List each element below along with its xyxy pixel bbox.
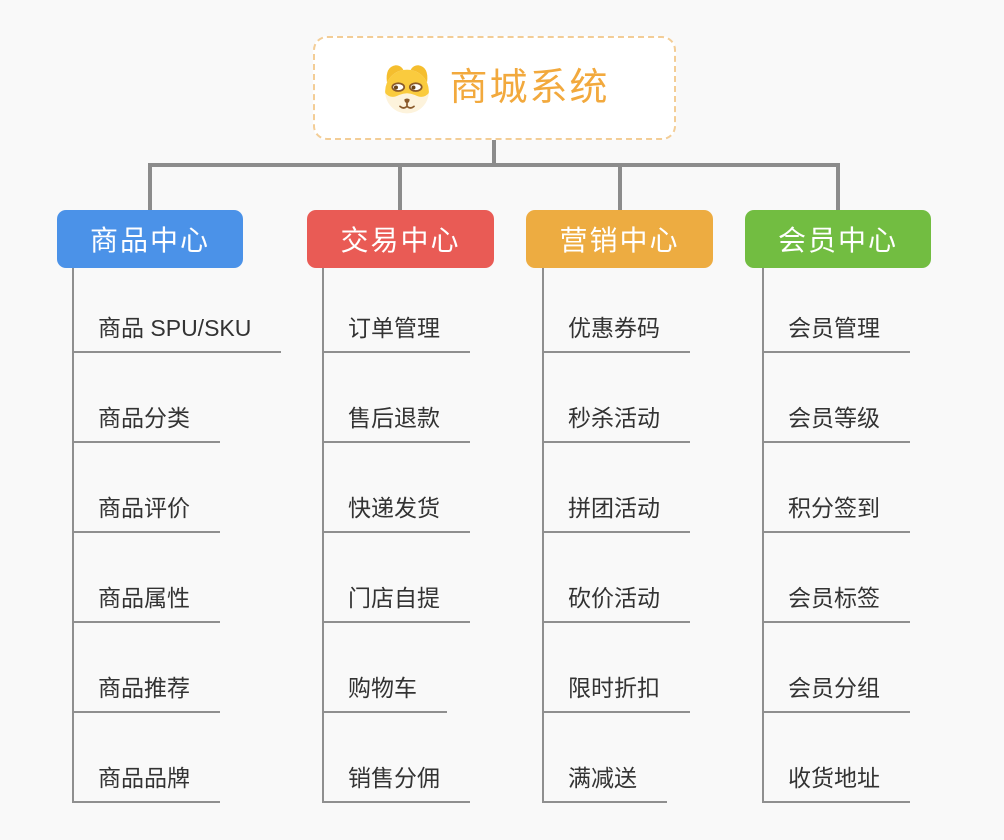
connector-drop-products	[148, 163, 152, 210]
branch-node-marketing[interactable]: 营销中心	[526, 210, 713, 268]
leaf-node[interactable]: 门店自提	[322, 533, 470, 623]
leaf-label: 购物车	[322, 675, 447, 713]
branch-node-trade[interactable]: 交易中心	[307, 210, 494, 268]
leaf-label: 商品 SPU/SKU	[72, 315, 282, 353]
leaf-node[interactable]: 会员分组	[762, 623, 910, 713]
leaf-label: 商品评价	[72, 495, 220, 533]
leaf-label: 会员标签	[762, 585, 910, 623]
branch-label: 交易中心	[340, 225, 461, 256]
branch-label: 会员中心	[777, 225, 898, 256]
connector-root-stub	[492, 140, 496, 165]
trunk-line-products	[72, 268, 74, 803]
branch-node-members[interactable]: 会员中心	[745, 210, 931, 268]
leaf-node[interactable]: 会员等级	[762, 353, 910, 443]
leaf-node[interactable]: 快递发货	[322, 443, 470, 533]
leaf-label: 砍价活动	[542, 585, 690, 623]
leaf-label: 快递发货	[322, 495, 470, 533]
leaf-label: 满减送	[542, 765, 667, 803]
leaf-node[interactable]: 售后退款	[322, 353, 470, 443]
leaf-label: 优惠券码	[542, 315, 690, 353]
leaf-label: 收货地址	[762, 765, 910, 803]
branch-label: 营销中心	[559, 225, 680, 256]
branch-label: 商品中心	[89, 225, 210, 256]
leaf-node[interactable]: 收货地址	[762, 713, 910, 803]
leaf-label: 积分签到	[762, 495, 910, 533]
leaf-node[interactable]: 拼团活动	[542, 443, 690, 533]
leaf-label: 门店自提	[322, 585, 470, 623]
connector-drop-marketing	[618, 163, 622, 210]
trunk-line-members	[762, 268, 764, 803]
leaf-label: 订单管理	[322, 315, 470, 353]
leaf-label: 拼团活动	[542, 495, 690, 533]
branch-node-products[interactable]: 商品中心	[57, 210, 243, 268]
leaf-node[interactable]: 商品 SPU/SKU	[72, 263, 282, 353]
leaf-node[interactable]: 优惠券码	[542, 263, 690, 353]
leaf-list-members: 会员管理 会员等级 积分签到 会员标签 会员分组 收货地址	[762, 263, 910, 803]
leaf-node[interactable]: 秒杀活动	[542, 353, 690, 443]
leaf-label: 商品品牌	[72, 765, 220, 803]
leaf-node[interactable]: 订单管理	[322, 263, 470, 353]
leaf-node[interactable]: 砍价活动	[542, 533, 690, 623]
leaf-node[interactable]: 商品属性	[72, 533, 281, 623]
trunk-line-marketing	[542, 268, 544, 803]
leaf-label: 会员分组	[762, 675, 910, 713]
leaf-node[interactable]: 商品评价	[72, 443, 281, 533]
leaf-node[interactable]: 商品分类	[72, 353, 281, 443]
leaf-label: 商品属性	[72, 585, 220, 623]
root-title: 商城系统	[449, 67, 610, 109]
leaf-label: 会员管理	[762, 315, 910, 353]
leaf-list-marketing: 优惠券码 秒杀活动 拼团活动 砍价活动 限时折扣 满减送	[542, 263, 690, 803]
leaf-node[interactable]: 商品推荐	[72, 623, 281, 713]
leaf-label: 商品分类	[72, 405, 220, 443]
leaf-node[interactable]: 销售分佣	[322, 713, 470, 803]
trunk-line-trade	[322, 268, 324, 803]
leaf-node[interactable]: 会员管理	[762, 263, 910, 353]
leaf-label: 销售分佣	[322, 765, 470, 803]
leaf-node[interactable]: 会员标签	[762, 533, 910, 623]
leaf-node[interactable]: 满减送	[542, 713, 690, 803]
leaf-node[interactable]: 限时折扣	[542, 623, 690, 713]
leaf-label: 售后退款	[322, 405, 470, 443]
connector-horizontal	[148, 163, 840, 167]
connector-drop-members	[836, 163, 840, 210]
leaf-list-products: 商品 SPU/SKU 商品分类 商品评价 商品属性 商品推荐 商品品牌	[72, 263, 282, 803]
root-node-mall-system[interactable]: 商城系统	[313, 36, 676, 140]
leaf-node[interactable]: 商品品牌	[72, 713, 281, 803]
leaf-label: 限时折扣	[542, 675, 690, 713]
leaf-label: 商品推荐	[72, 675, 220, 713]
leaf-list-trade: 订单管理 售后退款 快递发货 门店自提 购物车 销售分佣	[322, 263, 470, 803]
leaf-node[interactable]: 积分签到	[762, 443, 910, 533]
leaf-label: 会员等级	[762, 405, 910, 443]
connector-drop-trade	[398, 163, 402, 210]
leaf-node[interactable]: 购物车	[322, 623, 470, 713]
dog-face-icon	[385, 65, 430, 114]
leaf-label: 秒杀活动	[542, 405, 690, 443]
